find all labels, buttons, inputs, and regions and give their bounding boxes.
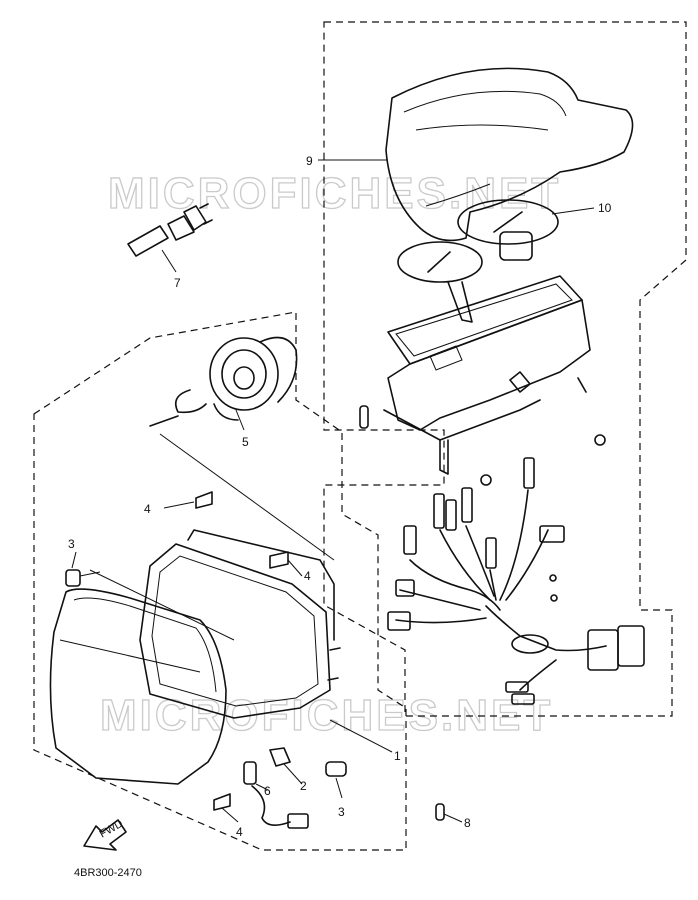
callout-8: 8	[464, 816, 471, 830]
headlight-lens	[49, 588, 227, 785]
callout-4-bottom: 4	[236, 825, 243, 839]
front-arrow-label: FWD	[98, 818, 126, 841]
drawing-code: 4BR300-2470	[74, 867, 142, 879]
callout-1: 1	[394, 749, 401, 763]
bulb-socket	[149, 336, 298, 427]
callout-2: 2	[300, 779, 307, 793]
meter-case	[383, 275, 606, 602]
callout-5: 5	[242, 435, 249, 449]
meter-visor	[385, 67, 634, 242]
callout-6: 6	[264, 784, 271, 798]
watermark-lower: MICROFICHES.NET	[100, 691, 553, 740]
callout-4-top: 4	[144, 502, 151, 516]
lamp-cord	[243, 761, 309, 829]
leader-lines	[71, 159, 595, 823]
callout-7: 7	[174, 276, 181, 290]
watermark-upper: MICROFICHES.NET	[108, 169, 561, 218]
headlight-assembly-boundary	[33, 311, 407, 851]
callout-9: 9	[306, 154, 313, 168]
headlight-bulb	[127, 203, 213, 257]
meter-bulb	[435, 803, 445, 821]
clamps	[195, 491, 289, 811]
grommet	[269, 747, 291, 767]
position-bulb-socket	[65, 569, 101, 587]
front-direction-arrow: FWD	[83, 818, 127, 851]
callout-4-middle: 4	[304, 569, 311, 583]
position-lamp-bulb	[325, 761, 347, 777]
callout-3-right: 3	[338, 805, 345, 819]
gauge-faces	[397, 199, 559, 323]
callout-3-left: 3	[68, 537, 75, 551]
meter-wiring-harness	[359, 405, 645, 705]
callout-10: 10	[598, 201, 612, 215]
headlight-housing	[139, 529, 341, 719]
